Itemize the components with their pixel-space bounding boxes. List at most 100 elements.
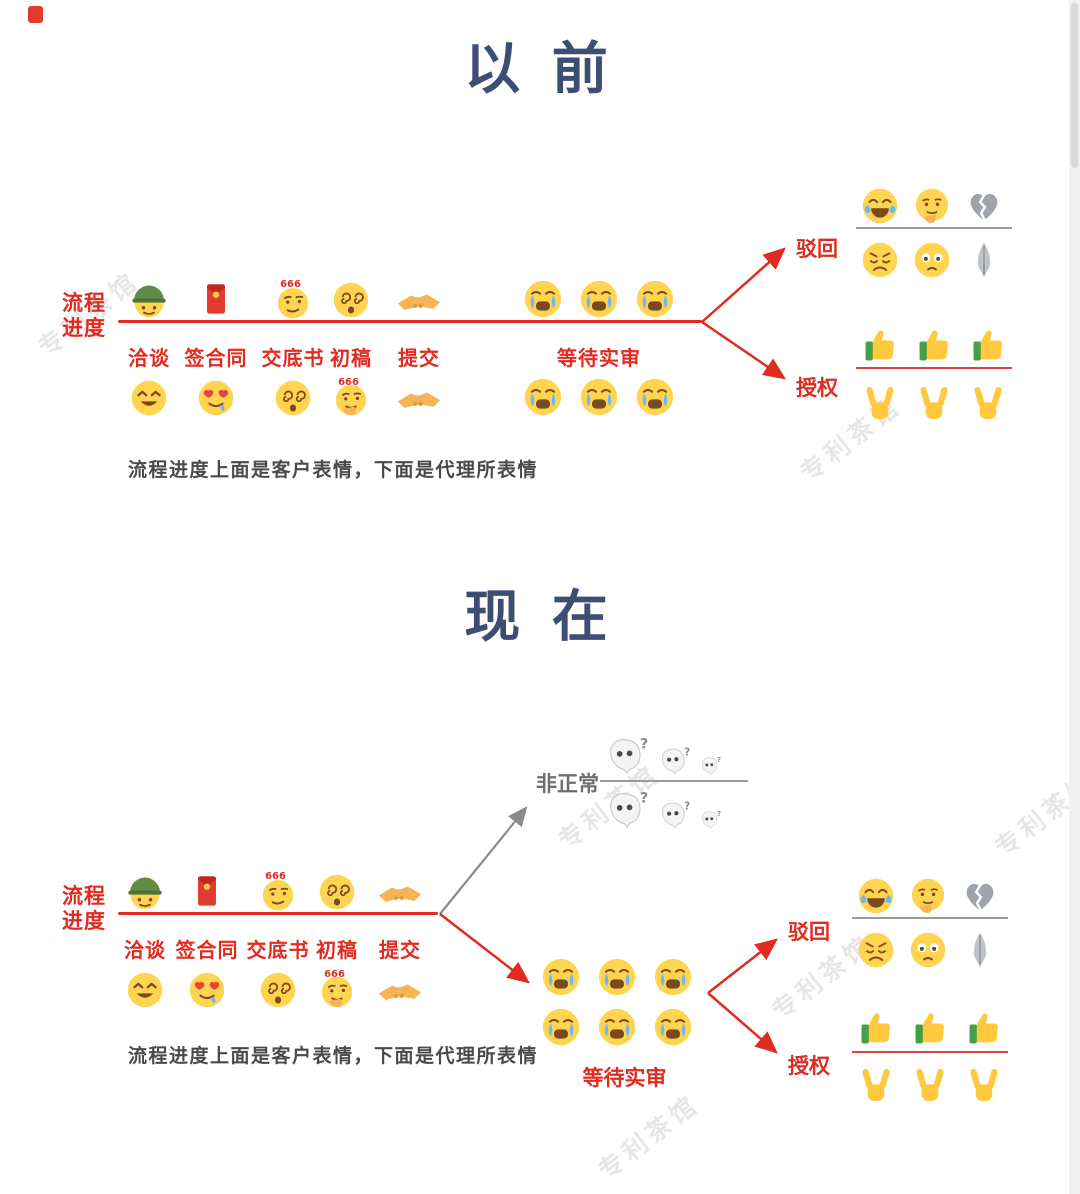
grimace-icon — [856, 930, 896, 970]
stage-label: 提交 — [379, 940, 421, 962]
stage-tijiao-now: 提交 — [358, 868, 442, 1010]
stage-label: 等待实审 — [557, 348, 641, 370]
ghost-q-sm-icon: ? — [700, 809, 723, 830]
agent-emoji-row — [522, 374, 676, 418]
ghost-q-md-icon: ? — [659, 745, 693, 776]
client-emoji-row — [331, 276, 371, 320]
dizzy-face-icon — [317, 872, 357, 912]
corner-red-mark — [28, 6, 43, 23]
scrollbar-track — [1069, 0, 1080, 1194]
arrow-now-waiting — [439, 913, 530, 984]
cry-icon — [634, 376, 676, 418]
reject-top-row — [856, 876, 1000, 916]
cry-icon — [652, 956, 694, 998]
chin-think-icon — [908, 876, 948, 916]
axis-label-now: 流程进度 — [62, 885, 106, 933]
thumbs-up-icon — [860, 326, 900, 366]
svg-text:?: ? — [717, 809, 721, 818]
waiting-label-now: 等待实审 — [582, 1067, 667, 1090]
handshake-icon — [377, 872, 423, 912]
stage-chugao-now: 初稿 666 — [295, 868, 379, 1010]
grant-bottom-row — [860, 384, 1008, 424]
arrow-before-grant — [701, 320, 787, 380]
svg-text:666: 666 — [265, 871, 286, 882]
helmet-face-icon — [129, 280, 169, 320]
cry-icon — [522, 376, 564, 418]
laugh-cry-icon — [860, 186, 900, 226]
stage-label: 初稿 — [330, 348, 372, 370]
client-emoji-row — [129, 276, 169, 320]
scrollbar-thumb[interactable] — [1071, 3, 1078, 168]
client-emoji-row — [522, 276, 676, 320]
victory-icon — [968, 384, 1008, 424]
stage-label: 签合同 — [175, 940, 239, 962]
svg-text:666: 666 — [338, 377, 359, 388]
dizzy-face-icon — [331, 280, 371, 320]
folded-hands-icon — [960, 930, 1000, 970]
legend-caption-before: 流程进度上面是客户表情，下面是代理所表情 — [128, 460, 539, 481]
agent-emoji-row — [258, 966, 298, 1010]
ghost-q-sm-icon: ? — [700, 755, 723, 776]
handshake-icon — [396, 378, 442, 418]
grimace-icon — [860, 240, 900, 280]
chin-666-icon: 666 — [330, 374, 372, 418]
drool-heart-icon — [196, 378, 236, 418]
section-title-before: 以 前 — [464, 37, 616, 100]
abnormal-bottom-row: ??? — [606, 788, 723, 830]
helmet-face-icon — [125, 872, 165, 912]
client-emoji-row: 666 — [257, 868, 299, 912]
stage-label: 交底书 — [261, 348, 325, 370]
section-title-now: 现 在 — [464, 585, 616, 648]
stage-qiatan-now: 洽谈 — [103, 868, 187, 1010]
abnormal-divider — [600, 780, 748, 782]
smug-666-icon: 666 — [257, 868, 299, 912]
red-envelope-icon — [199, 278, 233, 320]
sad-flushed-icon — [912, 240, 952, 280]
grant-divider — [852, 1051, 1008, 1053]
agent-emoji-row — [396, 374, 442, 418]
stage-label: 提交 — [398, 348, 440, 370]
stage-jiaodishu-before: 666 交底书 — [251, 276, 335, 418]
handshake-icon — [377, 970, 423, 1010]
grant-label-now: 授权 — [788, 1055, 830, 1078]
cry-icon — [540, 956, 582, 998]
broken-heart-icon — [964, 186, 1004, 226]
waiting-bottom-row — [540, 1006, 694, 1048]
drool-heart-icon — [187, 970, 227, 1010]
grant-label-before: 授权 — [796, 377, 838, 400]
thumbs-up-icon — [964, 1009, 1004, 1049]
reject-label-before: 驳回 — [796, 238, 838, 261]
svg-text:?: ? — [717, 755, 721, 764]
victory-icon — [856, 1066, 896, 1106]
client-emoji-row — [396, 276, 442, 320]
grin-squint-icon — [125, 970, 165, 1010]
timeline-before — [118, 320, 702, 323]
cry-icon — [652, 1006, 694, 1048]
agent-emoji-row — [187, 966, 227, 1010]
client-emoji-row — [190, 868, 224, 912]
grant-top-row — [856, 1009, 1004, 1049]
ghost-q-lg-icon: ? — [606, 788, 652, 830]
thumbs-up-icon — [856, 1009, 896, 1049]
timeline-now — [118, 912, 438, 915]
grant-bottom-row — [856, 1066, 1004, 1106]
cry-icon — [522, 278, 564, 320]
chin-think-icon — [912, 186, 952, 226]
victory-icon — [910, 1066, 950, 1106]
red-envelope-icon — [190, 870, 224, 912]
stage-label: 洽谈 — [124, 940, 166, 962]
agent-emoji-row — [125, 966, 165, 1010]
thumbs-up-icon — [968, 326, 1008, 366]
handshake-icon — [396, 280, 442, 320]
agent-emoji-row — [129, 374, 169, 418]
dizzy-face-icon — [258, 970, 298, 1010]
svg-text:?: ? — [684, 747, 690, 759]
chin-666-icon: 666 — [316, 966, 358, 1010]
abnormal-top-row: ??? — [606, 734, 723, 776]
reject-divider — [852, 917, 1008, 919]
client-emoji-row — [125, 868, 165, 912]
thumbs-up-icon — [914, 326, 954, 366]
arrow-now-abnormal — [439, 806, 528, 915]
cry-icon — [634, 278, 676, 320]
smug-666-icon: 666 — [272, 276, 314, 320]
